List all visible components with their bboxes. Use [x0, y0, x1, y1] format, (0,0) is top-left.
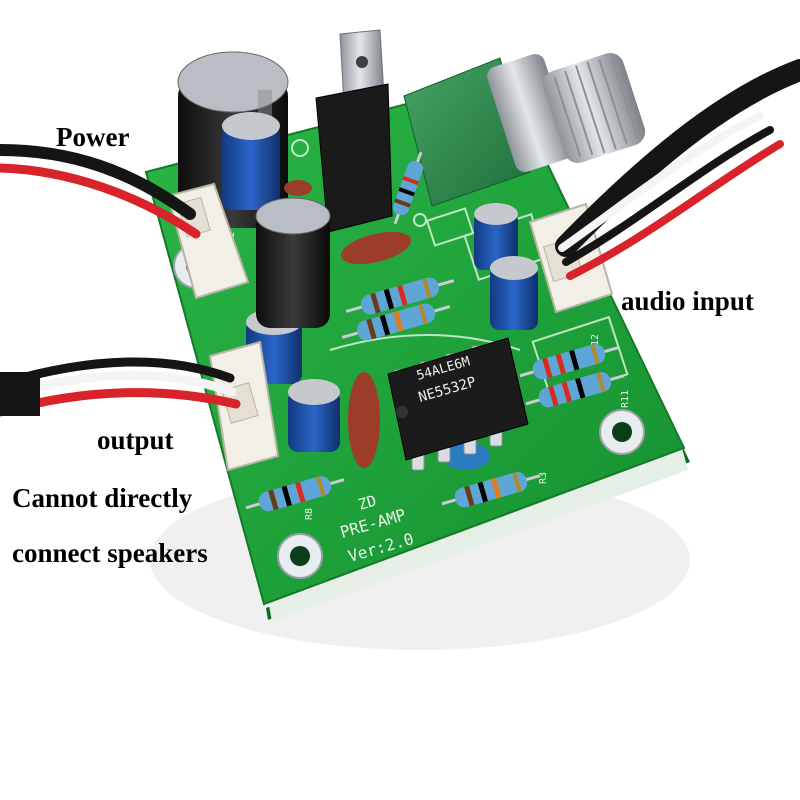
warning-label-line-2: connect speakers: [12, 538, 208, 568]
blue-capacitor: [490, 256, 538, 330]
resistors: [245, 151, 625, 512]
opamp-chip: 54ALE6M NE5532P: [387, 337, 529, 471]
chip-notch: [396, 406, 408, 418]
power-label: Power: [56, 122, 130, 152]
resistor: [525, 372, 625, 408]
ref-label: R11: [620, 390, 631, 408]
mounting-hole: [290, 546, 310, 566]
resistor: [245, 476, 345, 512]
film-capacitor: [284, 180, 312, 196]
blue-capacitor: [288, 379, 340, 452]
ceramic-capacitor: [442, 442, 490, 470]
output-cable: [0, 357, 241, 417]
film-capacitor: [340, 231, 412, 265]
audio-input-label: audio input: [621, 286, 754, 316]
pcb-bottom-edge: [268, 448, 688, 622]
black-capacitor: [255, 197, 331, 328]
power-cable: [0, 144, 201, 239]
ref-label: R12: [590, 334, 601, 352]
blue-capacitor: [474, 203, 518, 270]
audio-input-cable: [555, 59, 800, 280]
output-label: output: [97, 425, 174, 455]
regulator-tab-hole: [356, 56, 368, 68]
board-brand: ZD: [356, 492, 378, 514]
film-capacitor: [348, 372, 380, 468]
voltage-regulator: [315, 29, 393, 233]
resistor: [441, 472, 541, 508]
cables: [0, 59, 800, 417]
resistor: [345, 277, 455, 315]
resistor: [392, 151, 424, 225]
warning-label-line-1: Cannot directly: [12, 483, 193, 513]
blue-capacitor: [222, 112, 280, 210]
regulator-body: [315, 83, 393, 233]
chip-body: [387, 337, 529, 461]
ref-label: R3: [538, 472, 549, 484]
film-capacitors: [284, 180, 490, 470]
resistor: [341, 303, 451, 341]
mounting-hole: [612, 422, 632, 442]
knob-knurling: [553, 57, 639, 157]
ref-label: R8: [304, 508, 315, 520]
potentiometer: [403, 53, 646, 207]
resistor: [519, 344, 619, 380]
